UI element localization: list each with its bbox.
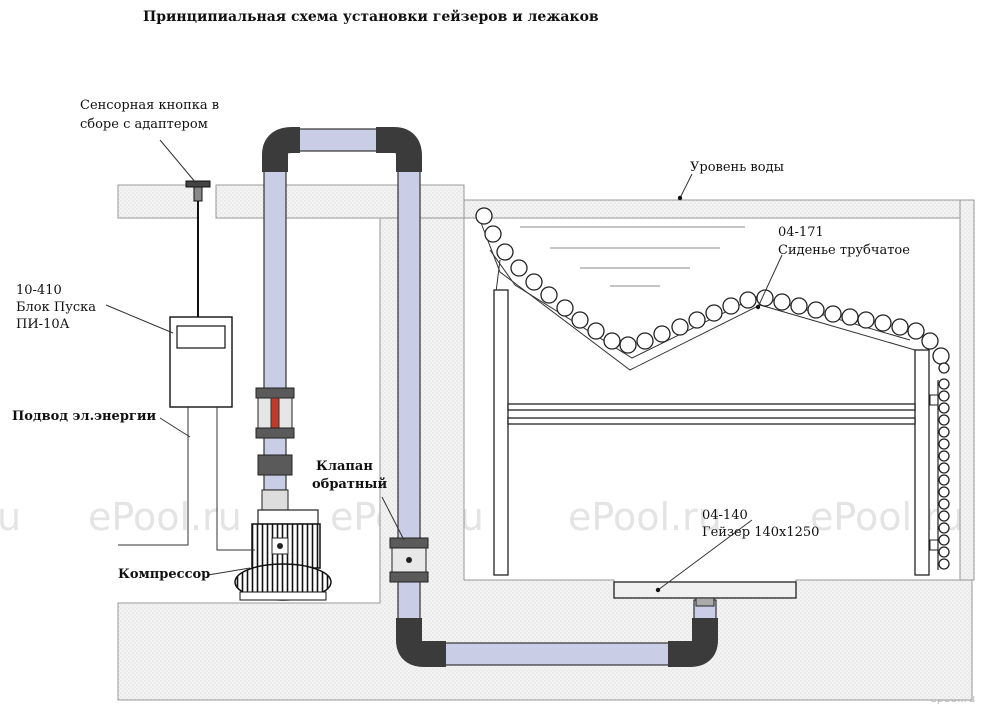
air-pipe-system <box>255 127 718 667</box>
lounger-leg-right <box>914 349 930 576</box>
pipe-top-horizontal <box>297 128 379 152</box>
tube <box>739 291 757 309</box>
tube <box>525 273 543 291</box>
tube <box>722 297 740 315</box>
pipe-segment <box>263 474 287 491</box>
elbow-bottom-left <box>396 618 446 667</box>
pool-right-wall <box>959 199 975 581</box>
water-level-lines <box>520 226 745 287</box>
wiring <box>118 407 255 551</box>
tube <box>636 332 654 350</box>
tube <box>475 207 493 225</box>
pool-structure <box>117 184 975 701</box>
tube <box>938 362 950 374</box>
label-compressor: Компрессор <box>118 567 210 582</box>
watermark-3: ePool.ru <box>568 495 722 539</box>
label-water-level: Уровень воды <box>690 160 784 175</box>
tube <box>841 308 859 326</box>
label-sensor-button-line2: сборе с адаптером <box>80 117 208 132</box>
tube <box>705 304 723 322</box>
compressor-top <box>257 509 319 525</box>
pipe-downcomer-lower <box>397 579 421 621</box>
tube <box>773 293 791 311</box>
diagram-title: Принципиальная схема установки гейзеров … <box>143 8 599 25</box>
tube <box>874 314 892 332</box>
watermark-partial: u <box>0 495 21 539</box>
tube <box>540 286 558 304</box>
elbow-top-right <box>376 127 422 172</box>
sensor-button <box>185 180 211 317</box>
geyser <box>613 581 797 607</box>
tube <box>824 305 842 323</box>
tube <box>571 311 589 329</box>
lounger-leg-left <box>493 289 509 576</box>
valve-accent <box>270 397 280 429</box>
tube <box>653 325 671 343</box>
tube <box>671 318 689 336</box>
lounger-seat <box>475 207 950 576</box>
tube <box>857 311 875 329</box>
watermark-1: ePool.ru <box>88 495 242 539</box>
leader-lines <box>105 139 783 593</box>
tube <box>807 301 825 319</box>
tube <box>619 336 637 354</box>
label-seat-code: 04-171 <box>778 225 824 240</box>
tube <box>688 311 706 329</box>
lounger-back-ladder <box>929 378 950 570</box>
deck-middle <box>215 184 465 219</box>
label-geyser-name: Гейзер 140x1250 <box>702 525 819 540</box>
elbow-top-left <box>262 127 300 172</box>
tube <box>756 289 774 307</box>
label-geyser-code: 04-140 <box>702 508 748 523</box>
pipe-riser-left <box>263 154 287 391</box>
pipe-downcomer <box>397 169 421 541</box>
labels: Сенсорная кнопка в сборе с адаптером 10-… <box>12 98 910 582</box>
tube <box>510 259 528 277</box>
label-sensor-button-line1: Сенсорная кнопка в <box>80 98 219 113</box>
elbow-bottom-right <box>668 618 718 667</box>
start-unit-box <box>169 316 233 408</box>
tube <box>932 347 950 365</box>
label-check-valve-line2: обратный <box>312 477 387 492</box>
lounger-crossbar-top <box>507 403 916 411</box>
lounger-crossbar-bottom <box>507 417 916 425</box>
tube <box>484 225 502 243</box>
label-power-supply: Подвод эл.энергии <box>12 409 157 424</box>
union-coupling <box>255 427 295 439</box>
tube <box>790 297 808 315</box>
tube <box>556 299 574 317</box>
check-valve <box>389 537 429 583</box>
tube <box>496 243 514 261</box>
adapter <box>261 489 289 511</box>
nut-coupling <box>257 454 293 476</box>
tube <box>891 318 909 336</box>
pipe-segment <box>263 437 287 457</box>
tube <box>907 322 925 340</box>
union-coupling <box>255 387 295 399</box>
label-seat-name: Сиденье трубчатое <box>778 243 910 258</box>
pool-wall-and-floor <box>117 185 973 701</box>
start-unit-display <box>176 325 226 349</box>
compressor <box>234 509 332 601</box>
pipe-bottom-horizontal <box>443 642 671 666</box>
tube <box>603 332 621 350</box>
label-check-valve-line1: Клапан <box>316 459 373 474</box>
tube <box>921 332 939 350</box>
label-start-unit-code: 10-410 <box>16 283 62 298</box>
label-start-unit-model: ПИ-10А <box>16 317 70 332</box>
label-start-unit-name: Блок Пуска <box>16 300 96 315</box>
tube <box>587 322 605 340</box>
deck-left <box>117 184 199 219</box>
